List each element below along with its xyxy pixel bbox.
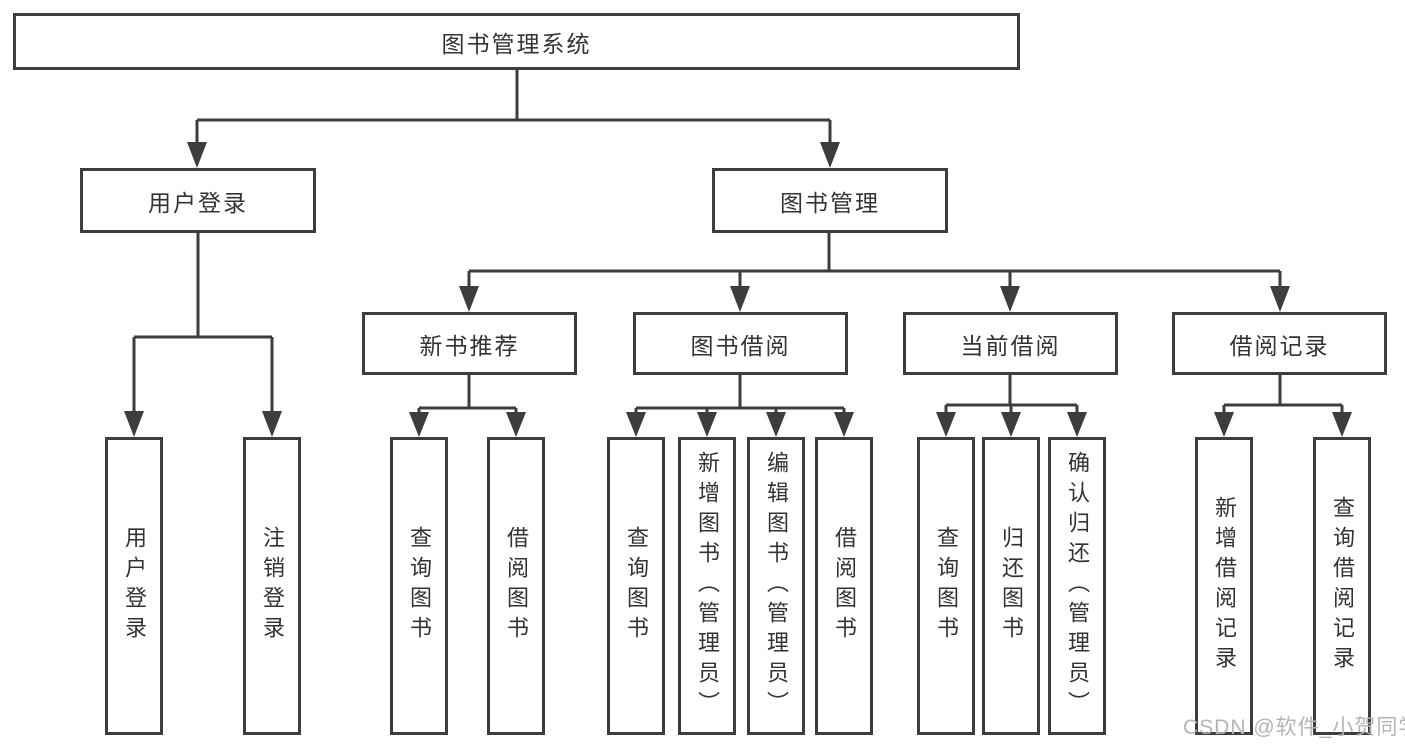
leaf-edit-book-admin-label: 编辑图书（管理员）	[764, 451, 789, 721]
node-new-book-recommend: 新书推荐	[362, 312, 577, 375]
node-user-login-label: 用户登录	[148, 189, 248, 216]
edge-login-to-leaves	[132, 233, 274, 413]
node-book-management: 图书管理	[712, 168, 948, 233]
leaf-borrow-book-1: 借阅图书	[487, 437, 545, 735]
arrowhead	[697, 412, 717, 437]
csdn-watermark: CSDN @软件_小贺同学	[1183, 716, 1405, 739]
arrowhead	[1270, 286, 1290, 312]
arrowhead	[409, 412, 429, 437]
leaf-borrow-book-2: 借阅图书	[815, 437, 873, 735]
arrowhead	[506, 412, 526, 437]
edge-root-to-level2	[195, 70, 832, 144]
arrowhead	[187, 142, 207, 168]
node-current-borrow-label: 当前借阅	[960, 332, 1061, 359]
node-book-borrow: 图书借阅	[633, 312, 848, 375]
edge-bookmgmt-to-level3	[467, 233, 1282, 288]
arrowhead	[1332, 412, 1352, 437]
leaf-query-book-2: 查询图书	[607, 437, 665, 735]
arrowhead	[834, 412, 854, 437]
arrowhead	[124, 411, 144, 437]
arrowhead	[262, 411, 282, 437]
leaf-edit-book-admin: 编辑图书（管理员）	[747, 437, 805, 735]
arrowhead	[459, 286, 479, 312]
arrowhead	[766, 412, 786, 437]
arrowhead	[1067, 412, 1087, 437]
arrowhead	[1001, 412, 1021, 437]
node-root-label: 图书管理系统	[441, 30, 592, 57]
node-user-login: 用户登录	[80, 168, 316, 233]
leaf-logout-label: 注销登录	[260, 526, 285, 646]
arrowhead	[1214, 412, 1234, 437]
node-borrow-records-label: 借阅记录	[1229, 332, 1330, 359]
node-book-management-label: 图书管理	[780, 189, 880, 216]
leaf-user-login-label: 用户登录	[122, 526, 147, 646]
leaf-add-borrow-record: 新增借阅记录	[1195, 437, 1253, 735]
leaf-confirm-return-admin: 确认归还（管理员）	[1048, 437, 1106, 735]
leaf-return-book-label: 归还图书	[999, 526, 1024, 646]
leaf-query-book-2-label: 查询图书	[624, 526, 649, 646]
arrowhead	[626, 412, 646, 437]
leaf-query-borrow-record-label: 查询借阅记录	[1330, 496, 1355, 676]
node-new-book-recommend-label: 新书推荐	[419, 332, 520, 359]
leaf-add-book-admin: 新增图书（管理员）	[678, 437, 736, 735]
edge-borrow-to-leaves	[634, 375, 846, 414]
leaf-query-book-1: 查询图书	[390, 437, 448, 735]
arrowhead	[730, 286, 750, 312]
arrowhead	[936, 412, 956, 437]
leaf-query-book-3-label: 查询图书	[934, 526, 959, 646]
leaf-borrow-book-1-label: 借阅图书	[504, 526, 529, 646]
leaf-add-borrow-record-label: 新增借阅记录	[1212, 496, 1237, 676]
leaf-query-borrow-record: 查询借阅记录	[1313, 437, 1371, 735]
leaf-query-book-1-label: 查询图书	[407, 526, 432, 646]
leaf-return-book: 归还图书	[982, 437, 1040, 735]
node-current-borrow: 当前借阅	[903, 312, 1118, 375]
arrowhead	[820, 142, 840, 168]
leaf-add-book-admin-label: 新增图书（管理员）	[695, 451, 720, 721]
edge-newbook-to-leaves	[417, 375, 518, 414]
edge-current-to-leaves	[944, 375, 1079, 414]
node-book-borrow-label: 图书借阅	[690, 332, 791, 359]
node-borrow-records: 借阅记录	[1172, 312, 1387, 375]
leaf-query-book-3: 查询图书	[917, 437, 975, 735]
edge-records-to-leaves	[1222, 375, 1344, 414]
node-root: 图书管理系统	[13, 13, 1020, 70]
leaf-user-login: 用户登录	[105, 437, 163, 735]
arrowhead	[1000, 286, 1020, 312]
leaf-borrow-book-2-label: 借阅图书	[832, 526, 857, 646]
leaf-logout: 注销登录	[243, 437, 301, 735]
leaf-confirm-return-admin-label: 确认归还（管理员）	[1065, 451, 1090, 721]
